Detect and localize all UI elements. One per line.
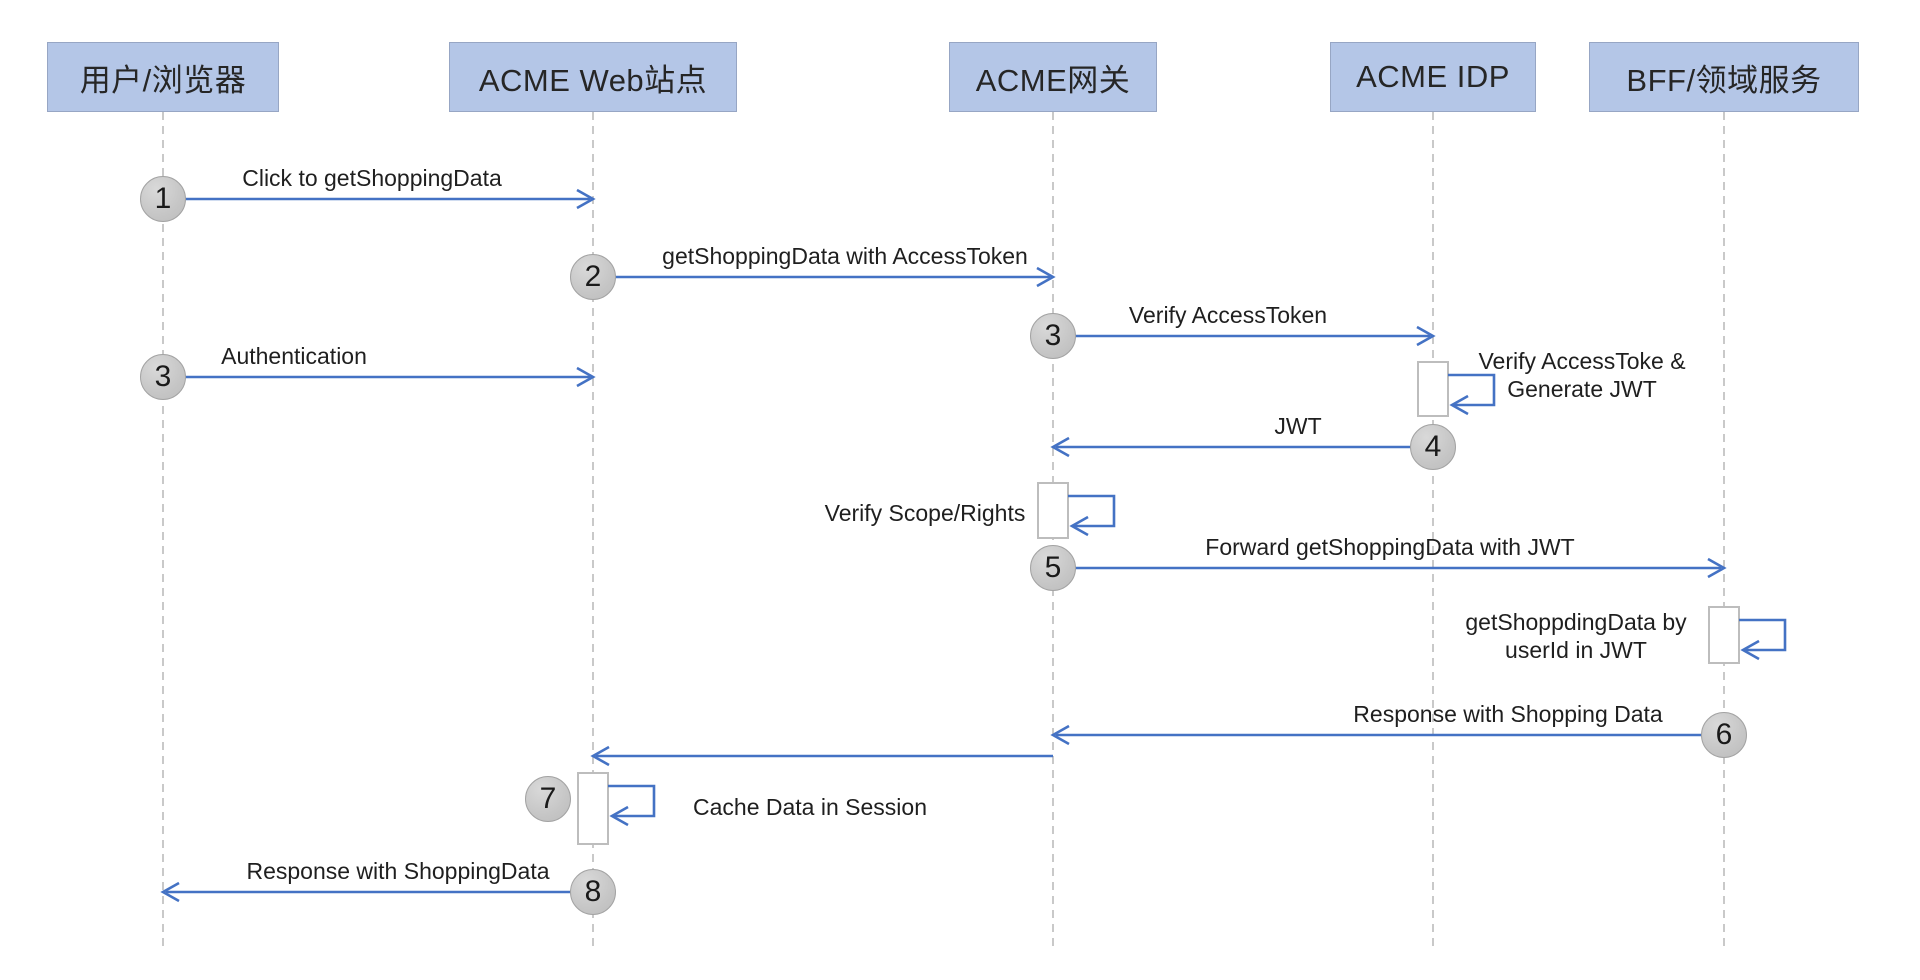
- step-badge-5: 5: [1030, 545, 1076, 591]
- self-call-loop-idp: [1448, 373, 1496, 407]
- message-arrowhead-9: [160, 881, 180, 903]
- participant-bff: BFF/领域服务: [1589, 42, 1859, 112]
- message-arrowhead-8: [590, 745, 610, 767]
- message-label-3: Verify AccessToken: [1128, 302, 1328, 328]
- self-call-label-line: userId in JWT: [1505, 637, 1647, 663]
- self-call-label-web: Cache Data in Session: [693, 793, 927, 821]
- self-call-label-line: Verify Scope/Rights: [824, 499, 1026, 526]
- participant-user: 用户/浏览器: [47, 42, 279, 112]
- self-call-arrowhead-web: [609, 805, 629, 827]
- step-badge-3: 3: [140, 354, 186, 400]
- message-arrowhead-4: [576, 366, 596, 388]
- step-badge-3: 3: [1030, 313, 1076, 359]
- self-call-arrowhead-gateway: [1069, 515, 1089, 537]
- message-label-6: Forward getShoppingData with JWT: [1205, 534, 1575, 560]
- self-call-loop-gateway: [1068, 494, 1116, 528]
- participant-label: ACME网关: [975, 62, 1131, 98]
- activation-bar-gateway: [1037, 482, 1069, 539]
- message-label-7: Response with Shopping Data: [1353, 701, 1663, 727]
- participant-label: ACME Web站点: [478, 62, 708, 98]
- participant-label: BFF/领域服务: [1626, 62, 1822, 98]
- self-call-arrowhead-idp: [1449, 394, 1469, 416]
- message-label-4: Authentication: [221, 343, 367, 369]
- message-label-5: JWT: [1274, 413, 1322, 439]
- participant-web: ACME Web站点: [449, 42, 737, 112]
- message-arrowhead-6: [1707, 557, 1727, 579]
- participant-gateway: ACME网关: [949, 42, 1157, 112]
- self-call-label-line: getShoppdingData by: [1465, 608, 1687, 635]
- self-call-label-line: Verify AccessToke &: [1478, 347, 1686, 374]
- message-arrowhead-1: [576, 188, 596, 210]
- step-badge-2: 2: [570, 254, 616, 300]
- message-label-2: getShoppingData with AccessToken: [662, 243, 1028, 269]
- self-call-label-line: Generate JWT: [1507, 376, 1657, 402]
- participant-label: ACME IDP: [1356, 59, 1510, 94]
- self-call-label-gateway: Verify Scope/Rights: [825, 499, 1026, 527]
- self-call-label-line: Cache Data in Session: [693, 793, 927, 820]
- message-label-1: Click to getShoppingData: [242, 165, 502, 191]
- activation-bar-idp: [1417, 361, 1449, 417]
- message-arrowhead-2: [1036, 266, 1056, 288]
- activation-bar-web: [577, 772, 609, 845]
- step-badge-7: 7: [525, 776, 571, 822]
- self-call-label-idp: Verify AccessToke &Generate JWT: [1478, 347, 1685, 403]
- step-badge-1: 1: [140, 176, 186, 222]
- activation-bar-bff: [1708, 606, 1740, 664]
- self-call-arrowhead-bff: [1740, 639, 1760, 661]
- self-call-loop-bff: [1739, 618, 1787, 652]
- participant-idp: ACME IDP: [1330, 42, 1536, 112]
- message-arrowhead-3: [1416, 325, 1436, 347]
- step-badge-4: 4: [1410, 424, 1456, 470]
- participant-label: 用户/浏览器: [79, 62, 247, 98]
- message-arrowhead-7: [1050, 724, 1070, 746]
- message-label-9: Response with ShoppingData: [246, 858, 550, 884]
- step-badge-6: 6: [1701, 712, 1747, 758]
- step-badge-8: 8: [570, 869, 616, 915]
- message-arrowhead-5: [1050, 436, 1070, 458]
- self-call-loop-web: [608, 784, 656, 818]
